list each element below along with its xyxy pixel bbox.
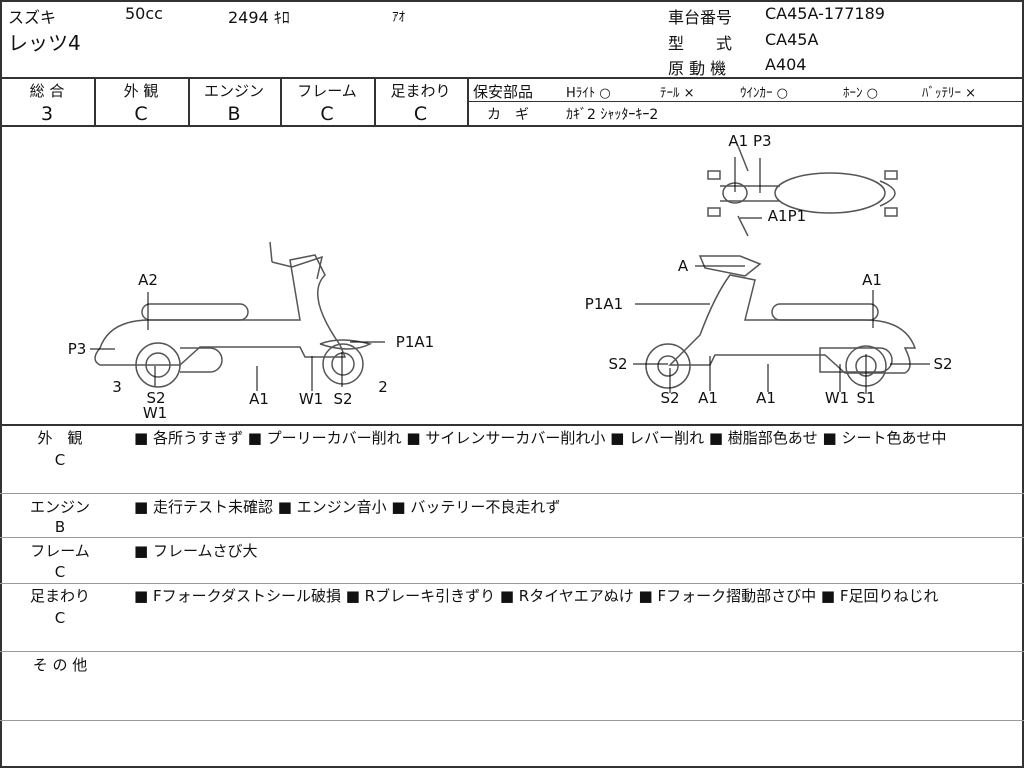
damage-label: S2: [608, 355, 628, 373]
key-value: ｶｷﾞ2 ｼｬｯﾀｰｷｰ2: [566, 107, 659, 123]
damage-label: A1P1: [767, 207, 807, 225]
damage-label: S2: [660, 389, 680, 407]
left-side-scooter: [94, 241, 373, 388]
frame-no-label: 車台番号: [668, 8, 733, 27]
scooter-diagrams: [90, 145, 930, 394]
divider: [0, 537, 1024, 538]
divider: [467, 101, 1024, 102]
safety-tail: ﾃｰﾙ ×: [660, 86, 695, 101]
damage-label: S2: [333, 390, 353, 408]
damage-label: A1: [862, 271, 882, 289]
safety-label: 保安部品: [473, 83, 534, 101]
damage-label: W1: [824, 389, 850, 407]
damage-label: W1: [298, 390, 324, 408]
damage-label: A1 P3: [728, 132, 772, 150]
engine-label: 原 動 機: [668, 59, 727, 78]
safety-battery: ﾊﾞｯﾃﾘｰ ×: [922, 86, 977, 101]
divider: [0, 493, 1024, 494]
damage-label: A1: [698, 389, 718, 407]
damage-label: 3: [112, 378, 122, 396]
maker: スズキ: [8, 8, 57, 27]
damage-label: P1A1: [395, 333, 435, 351]
damage-label: 2: [378, 378, 388, 396]
displacement: 50cc: [125, 4, 163, 23]
engine: A404: [765, 55, 807, 74]
damage-label: P1A1: [584, 295, 624, 313]
key-label: カ ギ: [487, 107, 529, 123]
damage-label: P3: [67, 340, 87, 358]
damage-label: A2: [138, 271, 158, 289]
top-view-scooter: [707, 145, 898, 237]
damage-label: A1: [756, 389, 776, 407]
damage-label: S2: [146, 389, 166, 407]
frame-no: CA45A-177189: [765, 4, 885, 23]
model-name: レッツ4: [8, 31, 81, 55]
damage-label: A1: [249, 390, 269, 408]
damage-label: S2: [933, 355, 953, 373]
damage-label: W1: [142, 404, 168, 422]
color: ｱｵ: [392, 10, 405, 25]
divider: [0, 424, 1024, 426]
damage-label: A: [677, 257, 689, 275]
divider: [0, 125, 1024, 127]
type: CA45A: [765, 30, 819, 49]
divider: [0, 583, 1024, 584]
mileage: 2494 ｷﾛ: [228, 8, 290, 27]
divider: [0, 77, 1024, 79]
safety-headlight: Hﾗｲﾄ ○: [566, 86, 611, 101]
safety-horn: ﾎｰﾝ ○: [843, 86, 878, 101]
divider: [0, 720, 1024, 721]
damage-label: S1: [856, 389, 876, 407]
type-label: 型 式: [668, 34, 733, 53]
safety-winker: ｳｲﾝｶｰ ○: [740, 86, 788, 101]
divider: [0, 651, 1024, 652]
